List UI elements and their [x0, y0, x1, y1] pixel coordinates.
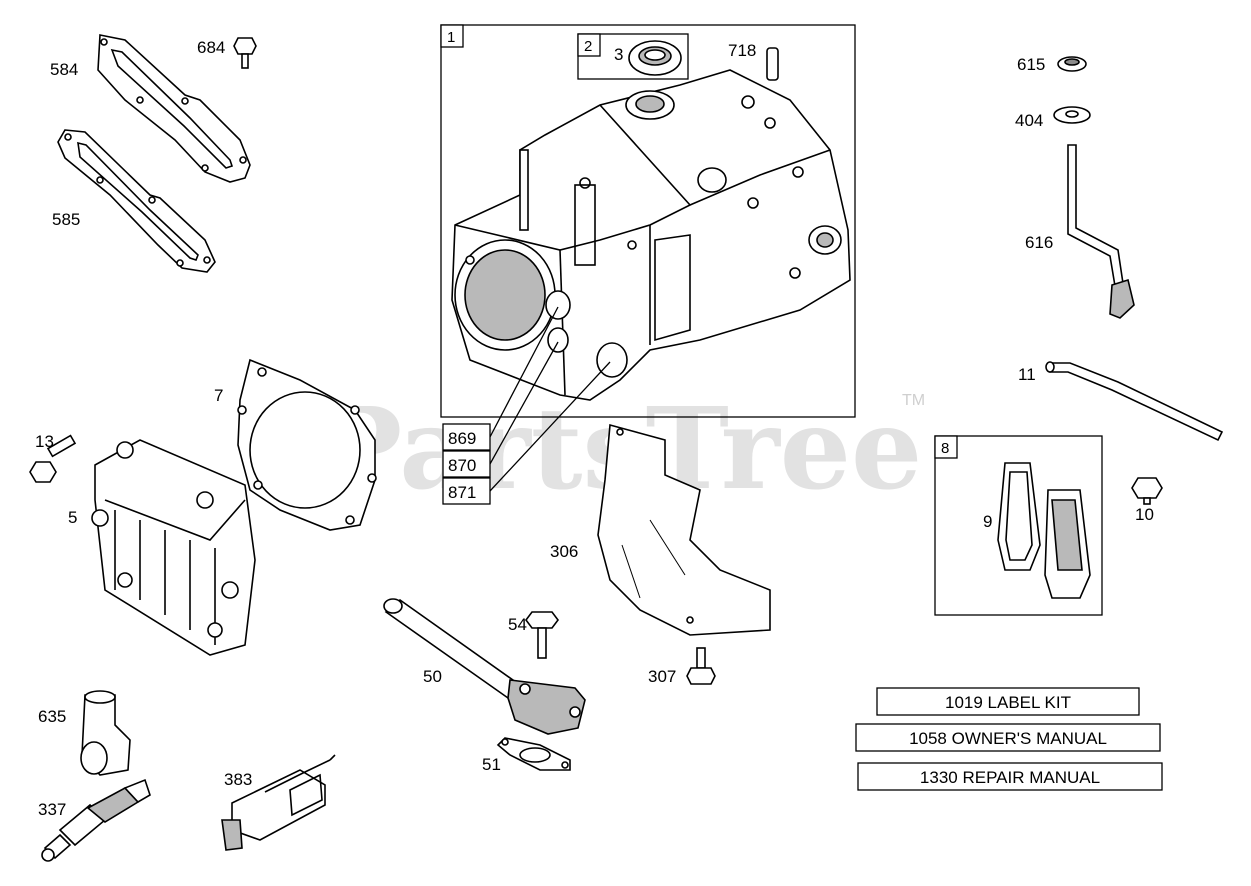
callout-50: 50 — [423, 667, 442, 686]
plug-leaders — [489, 306, 611, 492]
cylinder-head-5[interactable] — [91, 439, 256, 656]
plug-869-box[interactable] — [442, 423, 491, 451]
dowel-pin-718[interactable] — [766, 47, 779, 81]
group-box-1 — [440, 24, 856, 418]
crankcase-1[interactable] — [451, 69, 851, 401]
callout-54: 54 — [508, 615, 527, 634]
bolt-684[interactable] — [233, 37, 257, 69]
callout-585: 585 — [52, 210, 80, 229]
callout-9: 9 — [983, 512, 992, 531]
callout-869: 869 — [448, 429, 476, 448]
box-8-tag — [934, 435, 958, 459]
plug-871-box[interactable] — [442, 477, 491, 505]
box-1-label: 1 — [447, 29, 455, 46]
oil-seal-3[interactable] — [628, 40, 682, 76]
callout-7: 7 — [214, 386, 223, 405]
head-bolt-13[interactable] — [29, 434, 77, 483]
box-8-label: 8 — [941, 440, 949, 457]
screw-307[interactable] — [686, 647, 716, 685]
watermark-trademark: TM — [902, 392, 925, 409]
breather-9[interactable] — [1044, 489, 1091, 599]
spark-plug-boot-635[interactable] — [80, 690, 131, 776]
dipstick-tube-11[interactable] — [1045, 361, 1224, 442]
callout-51: 51 — [482, 755, 501, 774]
plug-870-box[interactable] — [442, 450, 491, 478]
callout-11: 11 — [1018, 365, 1036, 384]
callout-5: 5 — [68, 508, 77, 527]
callout-684: 684 — [197, 38, 225, 57]
nut-615[interactable] — [1057, 56, 1087, 72]
gasket-585[interactable] — [57, 129, 216, 273]
owners-manual-text: 1058 OWNER'S MANUAL — [909, 729, 1107, 748]
callout-3: 3 — [614, 45, 623, 64]
baffle-306[interactable] — [597, 423, 771, 636]
callout-718: 718 — [728, 41, 756, 60]
box-1-tag — [440, 24, 464, 48]
callout-13: 13 — [35, 432, 54, 451]
breather-tube-50[interactable] — [383, 598, 586, 735]
group-box-8 — [934, 435, 1103, 616]
callout-383: 383 — [224, 770, 252, 789]
head-gasket-7[interactable] — [237, 358, 377, 531]
washer-404[interactable] — [1053, 106, 1091, 124]
gasket-51[interactable] — [496, 737, 571, 771]
repair-manual-box[interactable] — [857, 762, 1163, 791]
callout-307: 307 — [648, 667, 676, 686]
callout-615: 615 — [1017, 55, 1045, 74]
callout-871: 871 — [448, 483, 476, 502]
callout-870: 870 — [448, 456, 476, 475]
callout-404: 404 — [1015, 111, 1043, 130]
callout-306: 306 — [550, 542, 578, 561]
screw-54[interactable] — [525, 611, 559, 659]
repair-manual-text: 1330 REPAIR MANUAL — [920, 768, 1100, 787]
governor-shaft-616[interactable] — [1067, 144, 1135, 319]
callout-635: 635 — [38, 707, 66, 726]
box-2-label: 2 — [584, 38, 592, 55]
gasket-9[interactable] — [997, 462, 1041, 571]
box-2-tag — [577, 33, 601, 57]
screw-10[interactable] — [1131, 477, 1163, 505]
label-kit-box[interactable] — [876, 687, 1140, 716]
spark-plug-337[interactable] — [41, 778, 151, 862]
callout-584: 584 — [50, 60, 78, 79]
ignition-armature-383[interactable] — [221, 754, 336, 851]
callout-337: 337 — [38, 800, 66, 819]
callout-616: 616 — [1025, 233, 1053, 252]
gasket-584[interactable] — [97, 34, 251, 183]
owners-manual-box[interactable] — [855, 723, 1161, 752]
label-kit-text: 1019 LABEL KIT — [945, 693, 1071, 712]
callout-10: 10 — [1135, 505, 1154, 524]
